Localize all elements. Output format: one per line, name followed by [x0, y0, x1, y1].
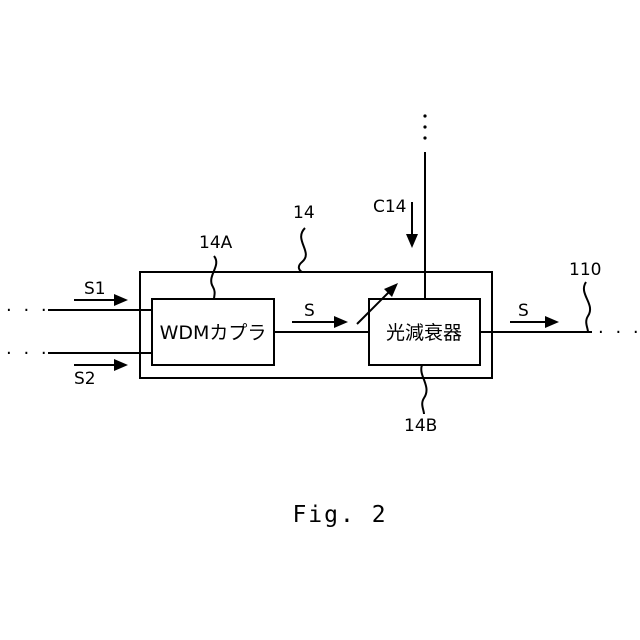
ref-14a: 14A	[199, 233, 233, 253]
ref-110: 110	[569, 260, 601, 280]
arrow-s-out-head	[545, 316, 559, 328]
continuation-dot-top-2	[423, 125, 426, 128]
arrow-s1-head	[114, 294, 128, 306]
wdm-coupler-label: WDMカプラ	[160, 322, 267, 344]
optical-attenuator-label: 光減衰器	[386, 322, 462, 344]
continuation-dots-s2: · · ·	[6, 343, 50, 364]
label-s-mid: S	[304, 301, 315, 321]
ref-14: 14	[293, 203, 315, 223]
continuation-dots-s1: · · ·	[6, 300, 50, 321]
label-c14: C14	[373, 197, 407, 217]
figure-caption: Fig. 2	[292, 502, 387, 528]
arrow-c14-head	[406, 234, 418, 248]
ref-14b: 14B	[404, 416, 437, 436]
label-s1: S1	[84, 279, 106, 299]
continuation-dot-top-3	[423, 136, 426, 139]
continuation-dot-top-1	[423, 114, 426, 117]
label-s-out: S	[518, 301, 529, 321]
ref-14-leader	[299, 228, 306, 272]
arrow-s2-head	[114, 359, 128, 371]
label-s2: S2	[74, 369, 96, 389]
ref-110-leader	[584, 282, 590, 332]
continuation-dots-out: · · ·	[598, 322, 640, 343]
